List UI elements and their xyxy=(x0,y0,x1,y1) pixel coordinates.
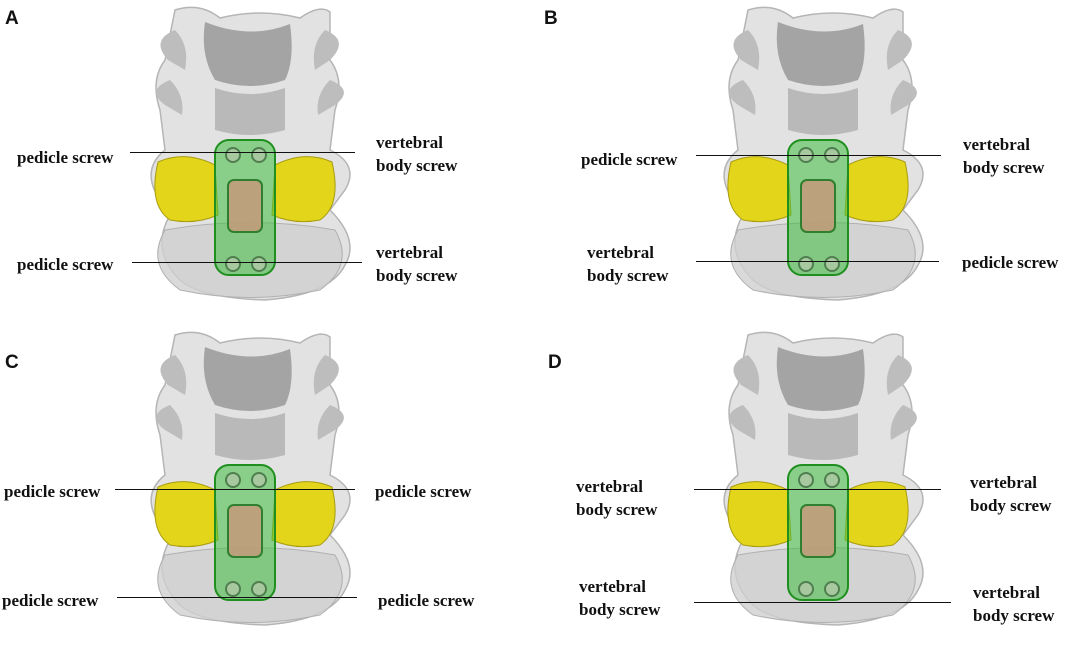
label-bottom-left: pedicle screw xyxy=(2,591,99,610)
label-top-left: pedicle screw xyxy=(581,150,678,169)
leader-line xyxy=(694,489,941,490)
panel-c: C pedicle screw pedicle screw pedicle sc… xyxy=(0,325,536,649)
label-bottom-right: pedicle screw xyxy=(378,591,475,610)
label-bottom-left: pedicle screw xyxy=(17,255,114,274)
label-top-left: pedicle screw xyxy=(4,482,101,501)
leader-line xyxy=(696,261,939,262)
leader-line xyxy=(132,262,362,263)
leader-line xyxy=(696,155,941,156)
panel-letter: C xyxy=(5,352,19,373)
panel-letter: D xyxy=(548,352,562,373)
label-top-right: pedicle screw xyxy=(375,482,472,501)
leader-line xyxy=(117,597,357,598)
label-top-left: pedicle screw xyxy=(17,148,114,167)
leader-line xyxy=(694,602,951,603)
leader-line xyxy=(115,489,355,490)
panel-letter: A xyxy=(5,8,19,29)
label-bottom-right: pedicle screw xyxy=(962,253,1059,272)
leader-line xyxy=(130,152,355,153)
panel-letter: B xyxy=(544,8,558,29)
